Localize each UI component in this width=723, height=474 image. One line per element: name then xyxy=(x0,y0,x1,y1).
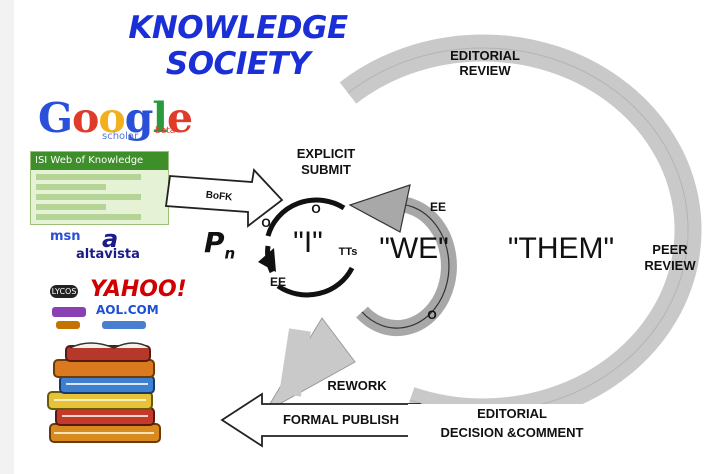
isi-header: ISI Web of Knowledge xyxy=(31,152,168,170)
we-label: "WE" xyxy=(379,232,449,265)
i-label: "I" xyxy=(293,226,323,259)
tts-label: TTs xyxy=(338,246,358,258)
books-stack-icon xyxy=(47,342,161,443)
lycos-logo: LYCOS xyxy=(50,285,78,298)
google-scholar-text: scholar xyxy=(102,131,139,142)
i-loop-arrowhead xyxy=(258,248,276,272)
explicit-submit-label: EXPLICIT SUBMIT xyxy=(288,146,364,178)
bofk-arrow xyxy=(164,168,284,228)
aol-logo: AOL.COM xyxy=(96,303,159,317)
altavista-logo: altavista xyxy=(76,247,140,262)
small-logo-icon xyxy=(52,307,86,317)
we-loop-arrowhead xyxy=(348,184,411,233)
small-logo-icon xyxy=(56,321,80,329)
msn-logo: msn xyxy=(50,229,81,244)
title-line-2: SOCIETY xyxy=(165,46,311,82)
peer-review-label: PEER REVIEW xyxy=(644,242,696,273)
o-top-label: O xyxy=(311,202,321,216)
yahoo-logo: YAHOO! xyxy=(90,277,187,302)
o-bottom-label: O xyxy=(427,308,437,322)
rework-label: REWORK xyxy=(327,378,387,393)
title-line-1: KNOWLEDGE xyxy=(128,10,348,46)
formal-publish-label: FORMAL PUBLISH xyxy=(282,412,400,427)
ee-bottom-label: EE xyxy=(269,275,286,289)
google-beta-text: beta xyxy=(155,126,176,136)
left-border xyxy=(0,0,14,474)
them-label: "THEM" xyxy=(507,232,615,265)
slide-title: KNOWLEDGE SOCIETY xyxy=(118,10,358,82)
ee-top-label: EE xyxy=(429,200,446,214)
search-engine-logos: msn a altavista LYCOS YAHOO! AOL.COM xyxy=(42,225,187,335)
isi-web-of-knowledge-logo: ISI Web of Knowledge xyxy=(30,151,169,225)
altavista-mark-icon: a xyxy=(102,225,119,253)
editorial-decision-label: EDITORIAL DECISION &COMMENT xyxy=(408,404,616,442)
small-logo-icon xyxy=(102,321,146,329)
i-loop xyxy=(265,197,346,237)
editorial-review-label: EDITORIAL REVIEW xyxy=(450,48,520,78)
pn-label: Pn xyxy=(204,226,236,263)
o-left-label: O xyxy=(261,216,271,230)
google-wordmark: Google xyxy=(38,94,193,142)
google-scholar-logo: Google scholar beta xyxy=(38,94,193,150)
